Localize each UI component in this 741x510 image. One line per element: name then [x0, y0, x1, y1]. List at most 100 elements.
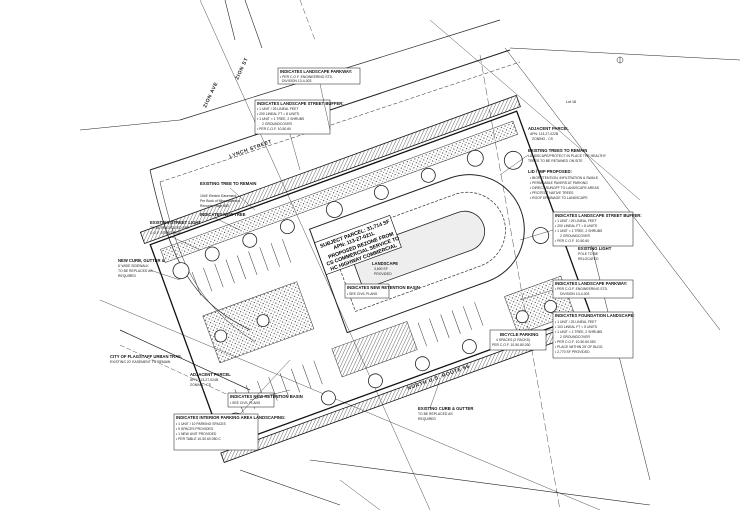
svg-text:• 1 NEW UNIT PROVIDED: • 1 NEW UNIT PROVIDED	[176, 432, 217, 436]
svg-text:DIVISION 13-4-003: DIVISION 13-4-003	[560, 292, 590, 296]
svg-text:REQUIRED: REQUIRED	[118, 274, 136, 278]
note-existing-light-right: EXISTING LIGHT POLE TO BE RELOCATED	[578, 246, 612, 261]
svg-text:INDICATES FOUNDATION LANDSCAPE: INDICATES FOUNDATION LANDSCAPE:	[555, 313, 635, 318]
svg-text:ADJACENT PARCEL: ADJACENT PARCEL	[528, 126, 569, 131]
svg-text:INDICATES LANDSCAPE STREET BUF: INDICATES LANDSCAPE STREET BUFFER:	[555, 213, 642, 218]
svg-text:EXISTING STREET LIGHT: EXISTING STREET LIGHT	[150, 220, 201, 225]
svg-text:APN: 113-27-022B: APN: 113-27-022B	[530, 132, 559, 136]
building-footprint	[349, 210, 485, 290]
svg-text:• 1 UNIT / 25 LINEAL FEET: • 1 UNIT / 25 LINEAL FEET	[555, 320, 597, 324]
note-street-light: EXISTING STREET LIGHT TO BE RELOCATED PE…	[150, 220, 201, 235]
svg-text:2 GROUNDCOVER: 2 GROUNDCOVER	[262, 122, 293, 126]
svg-text:• PER TABLE 10-50.60.050.C: • PER TABLE 10-50.60.050.C	[176, 437, 221, 441]
svg-text:• PLACE WITHIN 25' OF BLDG.: • PLACE WITHIN 25' OF BLDG.	[555, 345, 603, 349]
svg-text:INDICATES NEW RETENTION BASIN: INDICATES NEW RETENTION BASIN	[230, 394, 303, 399]
note-street-buffer-top: INDICATES LANDSCAPE STREET BUFFER: • 1 U…	[254, 99, 344, 135]
svg-text:Per Book of Miscellaneous: Per Book of Miscellaneous	[200, 199, 240, 203]
svg-text:TREES TO BE RETAINED ON SITE: TREES TO BE RETAINED ON SITE	[528, 159, 583, 163]
svg-text:• PERMEABLE PAVERS AT PARKING: • PERMEABLE PAVERS AT PARKING	[530, 181, 588, 185]
svg-text:• 103 LINEAL FT = 5 UNITS: • 103 LINEAL FT = 5 UNITS	[555, 325, 598, 329]
note-bicycle-parking: BICYCLE PARKING 4 SPACES (2 RACKS) PER C…	[489, 329, 547, 351]
svg-text:INDICATES LANDSCAPE PARKWAY:: INDICATES LANDSCAPE PARKWAY:	[280, 69, 352, 74]
svg-text:PROVIDED: PROVIDED	[374, 272, 392, 276]
note-landscape-parkway-top: INDICATES LANDSCAPE PARKWAY: • PER C.O.F…	[277, 67, 361, 85]
svg-text:ADJACENT PARCEL: ADJACENT PARCEL	[190, 372, 231, 377]
svg-text:TO BE RELOCATED PER: TO BE RELOCATED PER	[150, 226, 190, 230]
svg-text:INDICATES LANDSCAPE PARKWAY:: INDICATES LANDSCAPE PARKWAY:	[555, 281, 627, 286]
svg-text:POLE TO BE: POLE TO BE	[578, 252, 599, 256]
note-interior-landscaping: INDICATES INTERIOR PARKING AREA LANDSCAP…	[173, 413, 286, 451]
svg-text:• SEE CIVIL PLANS: • SEE CIVIL PLANS	[347, 292, 378, 296]
svg-text:10x5' Electric Easement: 10x5' Electric Easement	[200, 194, 236, 198]
svg-text:• 200 LINEAL FT = 8 UNITS: • 200 LINEAL FT = 8 UNITS	[257, 112, 300, 116]
svg-text:RELOCATED: RELOCATED	[578, 257, 599, 261]
svg-text:DIVISION 13-4-003: DIVISION 13-4-003	[282, 79, 312, 83]
svg-text:• 1 UNIT = 1 TREE, 2 SHRUBS: • 1 UNIT = 1 TREE, 2 SHRUBS	[555, 229, 603, 233]
svg-text:• 200 LINEAL FT = 8 UNITS: • 200 LINEAL FT = 8 UNITS	[555, 224, 598, 228]
svg-text:REQUIRED: REQUIRED	[418, 417, 436, 421]
svg-text:• 2,770 SF PROVIDED: • 2,770 SF PROVIDED	[555, 350, 590, 354]
note-new-tree: INDICATES NEW TREE	[200, 212, 246, 217]
note-existing-trees-right: EXISTING TREES TO REMAIN LANDSCAPE/PROTE…	[528, 148, 607, 163]
svg-text:ZONING - CS: ZONING - CS	[190, 383, 212, 387]
svg-text:PER C.O.F. 10-50.80.030: PER C.O.F. 10-50.80.030	[492, 343, 531, 347]
svg-text:ZONING - CS: ZONING - CS	[532, 137, 554, 141]
svg-text:• PER C.O.F. ENGINEERING STD.: • PER C.O.F. ENGINEERING STD.	[555, 287, 608, 291]
svg-text:4 SPACES (2 RACKS): 4 SPACES (2 RACKS)	[496, 338, 530, 342]
svg-text:EXISTING 20' EASEMENT TO REMAI: EXISTING 20' EASEMENT TO REMAIN	[110, 360, 171, 364]
svg-text:TO BE REPLACED AS: TO BE REPLACED AS	[118, 269, 153, 273]
svg-text:• ROOF DRAINAGE TO LANDSCAPE: • ROOF DRAINAGE TO LANDSCAPE	[530, 196, 588, 200]
svg-text:• PROTECT NATIVE TREES: • PROTECT NATIVE TREES	[530, 191, 574, 195]
note-foundation-landscape: INDICATES FOUNDATION LANDSCAPE: • 1 UNIT…	[552, 311, 635, 359]
svg-text:• 1 UNIT / 25 LINEAL FEET: • 1 UNIT / 25 LINEAL FEET	[257, 107, 299, 111]
leader-lines	[149, 83, 554, 415]
svg-text:6' WIDE SIDEWALK: 6' WIDE SIDEWALK	[118, 264, 149, 268]
note-lid: LID / IMP PROPOSED: • BIORETENTION, INFI…	[528, 169, 600, 200]
svg-text:• PER C.O.F. 10-50.60: • PER C.O.F. 10-50.60	[555, 239, 589, 243]
note-landscape-small: LANDSCAPE 3,600 SF PROVIDED	[372, 261, 398, 276]
svg-text:• 1 UNIT = 1 TREE, 2 SHRUBS: • 1 UNIT = 1 TREE, 2 SHRUBS	[257, 117, 305, 121]
svg-text:LANDSCAPE/PROTECT IN PLACE THE: LANDSCAPE/PROTECT IN PLACE THE HEALTHY	[528, 154, 607, 158]
svg-text:• PER C.O.F. ENGINEERING STD.: • PER C.O.F. ENGINEERING STD.	[280, 75, 333, 79]
svg-text:3,600 SF: 3,600 SF	[374, 267, 388, 271]
svg-text:INDICATES NEW RETENTION BASIN: INDICATES NEW RETENTION BASIN	[347, 285, 420, 290]
svg-text:EXISTING LIGHT: EXISTING LIGHT	[578, 246, 612, 251]
svg-text:NEW CURB, GUTTER &: NEW CURB, GUTTER &	[118, 258, 165, 263]
svg-text:EXISTING TREES TO REMAIN: EXISTING TREES TO REMAIN	[528, 148, 587, 153]
svg-text:INDICATES LANDSCAPE STREET BUF: INDICATES LANDSCAPE STREET BUFFER:	[257, 101, 344, 106]
note-adjacent-parcel-bottom: ADJACENT PARCEL APN: 113-27-024B ZONING …	[190, 372, 231, 387]
note-existing-tree: EXISTING TREE TO REMAIN 10x5' Electric E…	[200, 181, 256, 208]
north-arrow-icon	[616, 56, 624, 64]
svg-text:EXISTING TREE TO REMAIN: EXISTING TREE TO REMAIN	[200, 181, 256, 186]
svg-text:• BIORETENTION, INFILTRATION &: • BIORETENTION, INFILTRATION & SWALE	[530, 176, 599, 180]
svg-text:INDICATES INTERIOR PARKING ARE: INDICATES INTERIOR PARKING AREA LANDSCAP…	[176, 415, 286, 420]
callout-notes: INDICATES LANDSCAPE PARKWAY: • PER C.O.F…	[110, 67, 642, 451]
street-buffer-strip	[160, 120, 518, 263]
retention-area	[331, 321, 418, 378]
drive-outer	[308, 174, 525, 334]
note-curb-gutter-left: NEW CURB, GUTTER & 6' WIDE SIDEWALK TO B…	[118, 258, 165, 278]
note-city-flagstaff: CITY OF FLAGSTAFF URBAN TRAIL EXISTING 2…	[110, 354, 182, 364]
tree-symbols	[172, 149, 557, 430]
note-retention-bottom: INDICATES NEW RETENTION BASIN • SEE CIVI…	[227, 392, 303, 408]
note-landscape-parkway-right: INDICATES LANDSCAPE PARKWAY: • PER C.O.F…	[552, 279, 634, 299]
svg-text:• SEE CIVIL PLANS: • SEE CIVIL PLANS	[230, 401, 261, 405]
svg-text:LANDSCAPE: LANDSCAPE	[372, 261, 398, 266]
svg-text:2 GROUNDCOVER: 2 GROUNDCOVER	[560, 234, 591, 238]
note-curb-gutter-bottom: EXISTING CURB & GUTTER TO BE REPLACED AS…	[418, 406, 473, 421]
note-retention-center: INDICATES NEW RETENTION BASIN • SEE CIVI…	[344, 283, 420, 299]
street-label-diagonal-2: ZION AVE	[202, 81, 219, 109]
drive-inner	[329, 191, 506, 312]
lot-label: Lot 18	[566, 100, 576, 104]
svg-text:APN: 113-27-024B: APN: 113-27-024B	[190, 378, 219, 382]
svg-text:• PER C.O.F. 10-50.60.050: • PER C.O.F. 10-50.60.050	[555, 340, 596, 344]
svg-text:TO BE REPLACED AS: TO BE REPLACED AS	[418, 412, 453, 416]
note-street-buffer-right: INDICATES LANDSCAPE STREET BUFFER: • 1 U…	[552, 211, 642, 247]
svg-text:• DIRECT RUNOFF TO LANDSCAPE A: • DIRECT RUNOFF TO LANDSCAPE AREAS	[530, 186, 600, 190]
svg-text:CITY OF FLAGSTAFF URBAN TRAIL: CITY OF FLAGSTAFF URBAN TRAIL	[110, 354, 182, 359]
svg-text:• 1 UNIT / 10 PARKING SPACES: • 1 UNIT / 10 PARKING SPACES	[176, 422, 227, 426]
svg-text:LID / IMP PROPOSED:: LID / IMP PROPOSED:	[528, 169, 572, 174]
svg-text:INDICATES NEW TREE: INDICATES NEW TREE	[200, 212, 246, 217]
svg-text:Records, Page 860: Records, Page 860	[200, 204, 229, 208]
